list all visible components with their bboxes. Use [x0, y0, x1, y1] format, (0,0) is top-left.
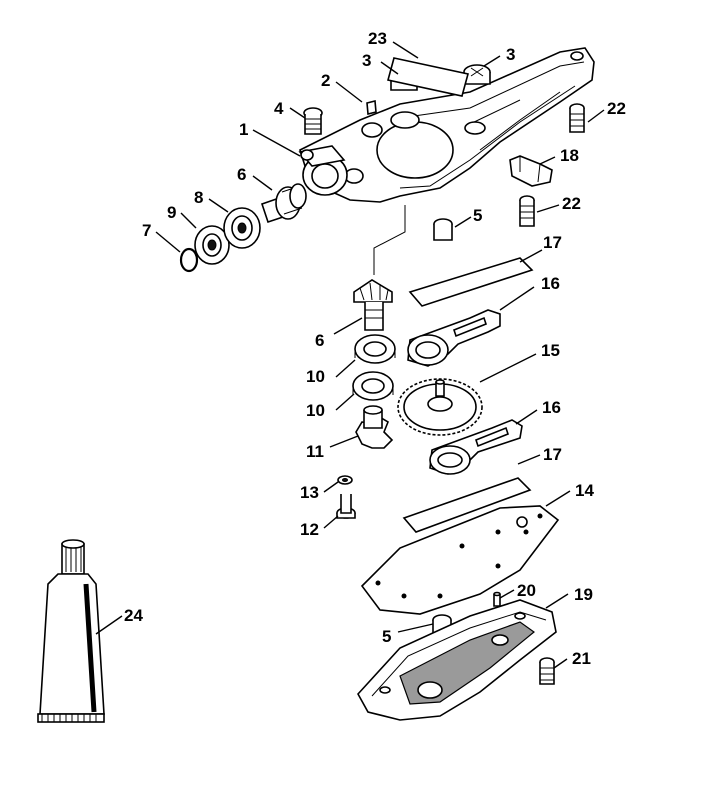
plug-3-right [463, 64, 491, 85]
pin-20 [493, 591, 501, 607]
callout-21: 21 [572, 649, 591, 668]
bevel-gear-6-upper [260, 183, 307, 224]
gear-housing [298, 47, 595, 203]
pinion-11 [355, 405, 394, 449]
leader-lines [95, 41, 605, 669]
callout-22-top: 22 [607, 99, 626, 118]
sleeve-5-upper [433, 218, 453, 241]
callout-17-upper: 17 [543, 233, 562, 252]
callout-14: 14 [575, 481, 594, 500]
callout-10-lower: 10 [306, 401, 325, 420]
clip-18 [509, 155, 553, 187]
gear-wheel-15 [397, 378, 483, 436]
callout-23: 23 [368, 29, 387, 48]
label-plate-23 [387, 57, 469, 97]
callout-24: 24 [124, 606, 143, 625]
callout-11: 11 [306, 442, 324, 461]
screw-22-top [569, 103, 585, 133]
callout-12: 12 [300, 520, 319, 539]
bearing-9 [194, 225, 230, 265]
callout-5-upper: 5 [473, 206, 482, 225]
bearing-10-lower [352, 371, 394, 401]
connecting-rod-16-upper [407, 309, 501, 367]
connecting-rod-16-lower [429, 419, 523, 475]
callout-3-left: 3 [362, 51, 371, 70]
screw-22-lower [519, 195, 535, 227]
callout-7: 7 [142, 221, 151, 240]
bearing-10-upper [354, 334, 396, 364]
callout-6-upper: 6 [237, 165, 246, 184]
callout-5-lower: 5 [382, 627, 391, 646]
washer-13 [337, 475, 353, 485]
screw-21 [539, 657, 555, 685]
screw-2 [366, 99, 377, 116]
callout-15: 15 [541, 341, 560, 360]
grease-tube-24 [37, 539, 105, 723]
callout-labels: 1 2 3 3 4 23 22 18 22 5 6 8 9 7 17 16 6 … [124, 29, 626, 668]
gear-cover-19 [357, 599, 557, 721]
callout-1: 1 [239, 120, 248, 139]
callout-9: 9 [167, 203, 176, 222]
callout-17-lower: 17 [543, 445, 562, 464]
callout-19: 19 [574, 585, 593, 604]
callout-6-lower: 6 [315, 331, 324, 350]
callout-20: 20 [517, 581, 536, 600]
callout-18: 18 [560, 146, 579, 165]
circlip-7 [179, 247, 199, 273]
callout-16-lower: 16 [542, 398, 561, 417]
callout-16-upper: 16 [541, 274, 560, 293]
callout-3-right: 3 [506, 45, 515, 64]
shim-17-upper [408, 257, 534, 307]
callout-22-lower: 22 [562, 194, 581, 213]
callout-13: 13 [300, 483, 319, 502]
callout-2: 2 [321, 71, 330, 90]
shim-17-lower [402, 477, 532, 533]
screw-12 [336, 494, 356, 519]
gasket-14 [360, 505, 560, 615]
bevel-gear-6-lower [353, 279, 393, 331]
callout-10-upper: 10 [306, 367, 325, 386]
callout-4: 4 [274, 99, 284, 118]
bearing-8 [223, 207, 261, 249]
screw-4 [303, 107, 323, 135]
callout-8: 8 [194, 188, 203, 207]
